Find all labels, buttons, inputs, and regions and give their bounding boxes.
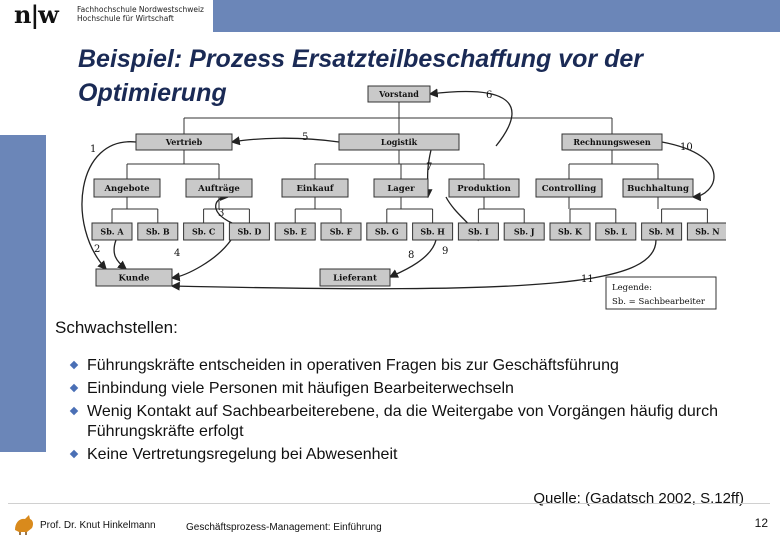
- clerk-12-box: [641, 222, 683, 241]
- step-number: 7: [426, 162, 432, 173]
- weakness-item: Einbindung viele Personen mit häufigen B…: [67, 379, 727, 399]
- unit-3-box: [373, 178, 429, 198]
- clerk-13-label: Sb. N: [695, 226, 719, 236]
- supplier-box: [319, 268, 391, 287]
- supplier-label: Lieferant: [333, 273, 377, 283]
- institution-name: Fachhochschule Nordwestschweiz Hochschul…: [77, 5, 204, 23]
- department-0-label: Vertrieb: [165, 137, 203, 147]
- step-number: 6: [486, 90, 492, 101]
- clerk-11-box: [595, 222, 637, 241]
- unit-1-box: [185, 178, 253, 198]
- unit-5-label: Controlling: [542, 184, 597, 194]
- clerk-6-box: [366, 222, 408, 241]
- clerk-1-box: [137, 222, 179, 241]
- diamond-bullet-icon: [69, 383, 79, 393]
- legend-entry: Sb. = Sachbearbeiter: [612, 297, 706, 307]
- unit-4-box: [448, 178, 520, 198]
- weakness-item: Wenig Kontakt auf Sachbearbeiterebene, d…: [67, 402, 727, 442]
- step-number: 2: [94, 244, 100, 255]
- unit-0-label: Angebote: [103, 184, 150, 194]
- step-number: 1: [90, 144, 96, 155]
- header-band: [213, 0, 780, 32]
- step-number: 9: [442, 246, 448, 257]
- clerk-12-label: Sb. M: [649, 226, 675, 236]
- diamond-bullet-icon: [69, 449, 79, 459]
- unit-0-box: [93, 178, 161, 198]
- clerk-10-label: Sb. K: [558, 226, 583, 236]
- unit-3-label: Lager: [387, 184, 415, 194]
- weakness-item: Führungskräfte entscheiden in operativen…: [67, 356, 727, 376]
- footer-divider: [8, 503, 770, 504]
- clerk-4-box: [274, 222, 316, 241]
- left-accent-bar: [0, 135, 46, 452]
- clerk-4-label: Sb. E: [284, 226, 307, 236]
- step-number: 11: [581, 274, 594, 285]
- step-number: 4: [174, 248, 180, 259]
- department-1-label: Logistik: [381, 137, 418, 147]
- slide-title: Beispiel: Prozess Ersatzteilbeschaffung …: [78, 45, 644, 107]
- customer-label: Kunde: [119, 273, 151, 283]
- department-1-box: [338, 133, 460, 151]
- customer-box: [95, 268, 173, 287]
- clerk-7-box: [412, 222, 454, 241]
- source-citation: Quelle: (Gadatsch 2002, S.12ff): [533, 490, 744, 507]
- legend-title: Legende:: [612, 283, 652, 293]
- clerk-8-label: Sb. I: [468, 226, 489, 236]
- weaknesses-heading: Schwachstellen:: [55, 318, 178, 337]
- clerk-2-box: [183, 222, 225, 241]
- weakness-item: Keine Vertretungsregelung bei Abwesenhei…: [67, 445, 727, 465]
- legend-box: [605, 276, 717, 310]
- vorstand-label: Vorstand: [378, 89, 419, 99]
- clerk-9-label: Sb. J: [514, 226, 535, 236]
- footer-author: Prof. Dr. Knut Hinkelmann: [40, 520, 156, 531]
- clerk-2-label: Sb. C: [192, 226, 215, 236]
- clerk-5-label: Sb. F: [330, 226, 353, 236]
- vorstand-box: [367, 85, 431, 103]
- clerk-6-label: Sb. G: [375, 226, 399, 236]
- diamond-bullet-icon: [69, 360, 79, 370]
- unit-6-label: Buchhaltung: [627, 184, 689, 194]
- clerk-9-box: [503, 222, 545, 241]
- clerk-11-label: Sb. L: [605, 226, 628, 236]
- department-0-box: [135, 133, 233, 151]
- department-2-box: [561, 133, 663, 151]
- rooster-logo-icon: [15, 515, 34, 535]
- step-number: 8: [408, 250, 414, 261]
- clerk-13-box: [686, 222, 726, 241]
- clerk-7-label: Sb. H: [420, 226, 445, 236]
- clerk-5-box: [320, 222, 362, 241]
- clerk-1-label: Sb. B: [146, 226, 170, 236]
- step-number: 10: [680, 142, 693, 153]
- unit-5-box: [535, 178, 603, 198]
- clerk-3-box: [228, 222, 270, 241]
- footer-course: Geschäftsprozess-Management: Einführung: [186, 522, 382, 533]
- department-2-label: Rechnungswesen: [573, 137, 651, 147]
- unit-6-box: [622, 178, 694, 198]
- unit-2-box: [281, 178, 349, 198]
- step-number: 3: [218, 208, 224, 219]
- weaknesses-list: Führungskräfte entscheiden in operativen…: [67, 356, 727, 468]
- fhnw-logo: n|w: [14, 0, 59, 29]
- institution-line-1: Fachhochschule Nordwestschweiz: [77, 5, 204, 14]
- step-number: 5: [302, 132, 308, 143]
- unit-2-label: Einkauf: [296, 184, 334, 194]
- clerk-10-box: [549, 222, 591, 241]
- page-number: 12: [754, 516, 768, 530]
- diamond-bullet-icon: [69, 406, 79, 416]
- unit-1-label: Aufträge: [197, 183, 240, 194]
- clerk-0-box: [91, 222, 133, 241]
- clerk-8-box: [457, 222, 499, 241]
- unit-4-label: Produktion: [457, 184, 511, 194]
- institution-line-2: Hochschule für Wirtschaft: [77, 14, 174, 23]
- clerk-3-label: Sb. D: [237, 226, 261, 236]
- clerk-0-label: Sb. A: [100, 226, 124, 236]
